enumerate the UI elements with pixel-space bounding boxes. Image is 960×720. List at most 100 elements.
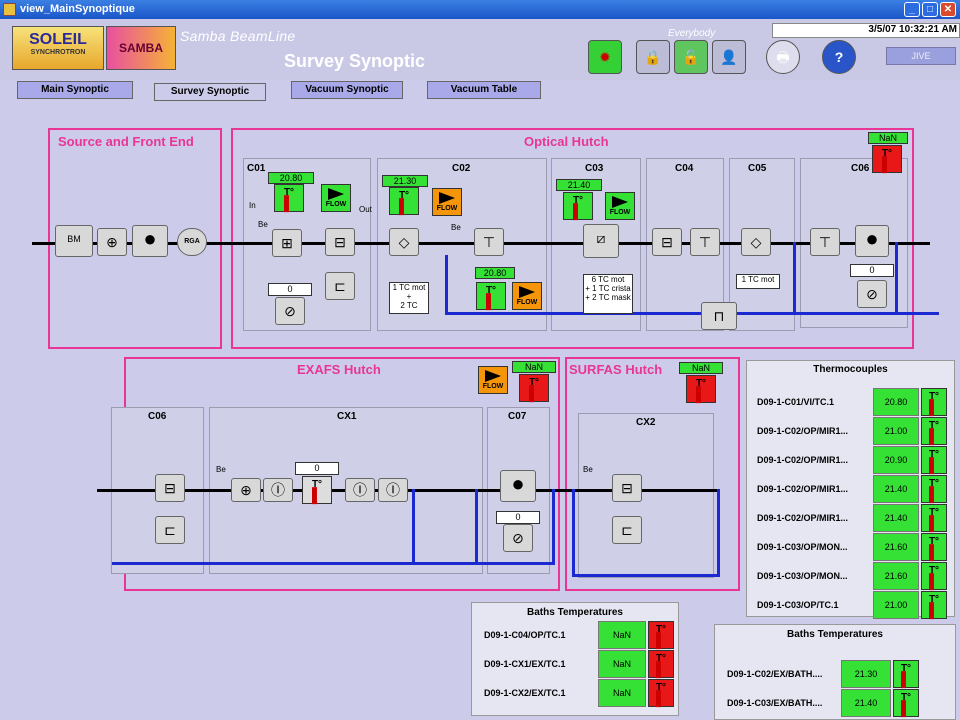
bm-label: BM — [67, 234, 81, 244]
rga-icon[interactable]: RGA — [177, 228, 207, 256]
cx1-ionchamber2-icon[interactable]: Ⓘ — [345, 478, 375, 502]
tab-main-synoptic[interactable]: Main Synoptic — [17, 81, 133, 99]
bending-magnet-icon[interactable]: BM — [55, 225, 93, 257]
table-icon[interactable]: ⊓ — [701, 302, 737, 330]
c02-flow2-icon[interactable]: FLOW — [512, 282, 542, 310]
cooling-line-v1 — [445, 255, 448, 315]
c02-mirror-icon[interactable]: ◇ — [389, 228, 419, 256]
c01-thermometer-icon[interactable]: T°▌ — [274, 184, 304, 212]
flow-label: FLOW — [482, 383, 504, 390]
c02-thermometer1-icon[interactable]: T°▌ — [389, 187, 419, 215]
c01-slits-icon[interactable]: ⊞ — [272, 229, 302, 257]
tab-survey-synoptic[interactable]: Survey Synoptic — [154, 83, 266, 101]
jive-button[interactable]: JIVE — [886, 47, 956, 65]
cx2-valve-icon[interactable]: ⊟ — [612, 474, 642, 502]
thermocouples-row-thermometer-icon[interactable]: T°▌ — [921, 504, 947, 532]
rga-label: RGA — [184, 238, 200, 245]
cooling-line-v3 — [895, 242, 898, 314]
datetime-display: 3/5/07 10:32:21 AM — [772, 23, 960, 38]
baths2-row-thermometer-icon[interactable]: T°▌ — [893, 689, 919, 717]
cooling-line-v5 — [475, 489, 478, 565]
cx1-thermometer-icon[interactable]: T°▌ — [302, 476, 332, 504]
c03-monochromator-icon[interactable]: ⧄ — [583, 224, 619, 258]
thermocouples-row-value: 21.00 — [873, 591, 919, 619]
c02-flow1-icon[interactable]: FLOW — [432, 188, 462, 216]
c06-thermometer-icon[interactable]: T°▌ — [872, 145, 902, 173]
app-icon — [3, 3, 16, 16]
c01-gauge-icon[interactable]: ⊘ — [275, 297, 305, 325]
baths2-row-thermometer-icon[interactable]: T°▌ — [893, 660, 919, 688]
c04-screen-icon[interactable]: ⊤ — [690, 228, 720, 256]
c02-thermometer2-icon[interactable]: T°▌ — [476, 282, 506, 310]
exafs-thermometer-icon[interactable]: T°▌ — [519, 374, 549, 402]
status-sun-icon[interactable]: ✹ — [588, 40, 622, 74]
thermometer-bulb: ▌ — [929, 486, 939, 502]
maximize-button[interactable]: □ — [922, 2, 938, 17]
thermocouples-row-thermometer-icon[interactable]: T°▌ — [921, 417, 947, 445]
c07-gauge-icon[interactable]: ⊘ — [503, 524, 533, 552]
cx2-pump-icon[interactable]: ⊏ — [612, 516, 642, 544]
c03-thermometer-icon[interactable]: T°▌ — [563, 192, 593, 220]
thermocouples-row-thermometer-icon[interactable]: T°▌ — [921, 533, 947, 561]
c06b-valve-icon[interactable]: ⊟ — [155, 474, 185, 502]
crosshair-icon[interactable]: ⊕ — [97, 228, 127, 256]
c01-temp-value: 20.80 — [268, 172, 314, 184]
surfas-nan-value: NaN — [679, 362, 723, 374]
printer-icon[interactable]: 🖶 — [766, 40, 800, 74]
baths2-row-value: 21.30 — [841, 660, 891, 688]
c06-shutter-icon[interactable]: ● — [855, 225, 889, 257]
thermocouples-row-thermometer-icon[interactable]: T°▌ — [921, 591, 947, 619]
c06-screen-icon[interactable]: ⊤ — [810, 228, 840, 256]
cooling-line-v8 — [717, 489, 720, 577]
c05-tc-box: 1 TC mot — [736, 274, 780, 289]
c05-mirror-icon[interactable]: ◇ — [741, 228, 771, 256]
thermocouples-row-thermometer-icon[interactable]: T°▌ — [921, 562, 947, 590]
c03-temp-value: 21.40 — [556, 179, 602, 191]
c01-valve-icon[interactable]: ⊟ — [325, 228, 355, 256]
cx1-crosshair-icon[interactable]: ⊕ — [231, 478, 261, 502]
c04-valve-icon[interactable]: ⊟ — [652, 228, 682, 256]
c01-flow-icon[interactable]: FLOW — [321, 184, 351, 212]
user-icon[interactable]: 👤 — [712, 40, 746, 74]
exafs-flow-icon[interactable]: FLOW — [478, 366, 508, 394]
tab-vacuum-table[interactable]: Vacuum Table — [427, 81, 541, 99]
t-label: T° — [528, 377, 540, 388]
logo-text: SOLEIL — [29, 31, 87, 48]
thermocouples-row-thermometer-icon[interactable]: T°▌ — [921, 475, 947, 503]
window-titlebar: view_MainSynoptique _ □ ✕ — [0, 0, 960, 19]
cooling-line-surfas — [572, 574, 720, 577]
cooling-line-exafs — [112, 562, 553, 565]
thermocouples-row-value: 21.60 — [873, 533, 919, 561]
c02-screen-icon[interactable]: ⊤ — [474, 228, 504, 256]
tab-vacuum-synoptic[interactable]: Vacuum Synoptic — [291, 81, 403, 99]
minimize-button[interactable]: _ — [904, 2, 920, 17]
c03-flow-icon[interactable]: FLOW — [605, 192, 635, 220]
thermocouples-row-thermometer-icon[interactable]: T°▌ — [921, 446, 947, 474]
shutter-icon[interactable]: ● — [132, 225, 168, 257]
cx1-ionchamber3-icon[interactable]: Ⓘ — [378, 478, 408, 502]
cell-cx2 — [578, 413, 714, 578]
baths1-row-thermometer-icon[interactable]: T°▌ — [648, 679, 674, 707]
page-title: Survey Synoptic — [284, 51, 426, 71]
c06b-pump-icon[interactable]: ⊏ — [155, 516, 185, 544]
thermocouples-row-thermometer-icon[interactable]: T°▌ — [921, 388, 947, 416]
baths2-title: Baths Temperatures — [787, 629, 883, 640]
cx1-be-label: Be — [216, 465, 226, 474]
t-label: T° — [928, 391, 940, 402]
unlock-icon[interactable]: 🔓 — [674, 40, 708, 74]
help-icon[interactable]: ? — [822, 40, 856, 74]
close-button[interactable]: ✕ — [940, 2, 956, 17]
flow-label: FLOW — [436, 205, 458, 212]
baths1-row-thermometer-icon[interactable]: T°▌ — [648, 621, 674, 649]
c01-pump-icon[interactable]: ⊏ — [325, 272, 355, 300]
thermocouples-row-value: 20.90 — [873, 446, 919, 474]
c07-shutter-icon[interactable]: ● — [500, 470, 536, 502]
t-label: T° — [311, 479, 323, 490]
surfas-thermometer-icon[interactable]: T°▌ — [686, 375, 716, 403]
baths1-row-thermometer-icon[interactable]: T°▌ — [648, 650, 674, 678]
cx1-ionchamber1-icon[interactable]: Ⓘ — [263, 478, 293, 502]
thermocouples-row-name: D09-1-C01/VI/TC.1 — [757, 397, 835, 407]
c06-gauge-icon[interactable]: ⊘ — [857, 280, 887, 308]
lock-icon[interactable]: 🔒 — [636, 40, 670, 74]
thermocouples-row-value: 21.00 — [873, 417, 919, 445]
